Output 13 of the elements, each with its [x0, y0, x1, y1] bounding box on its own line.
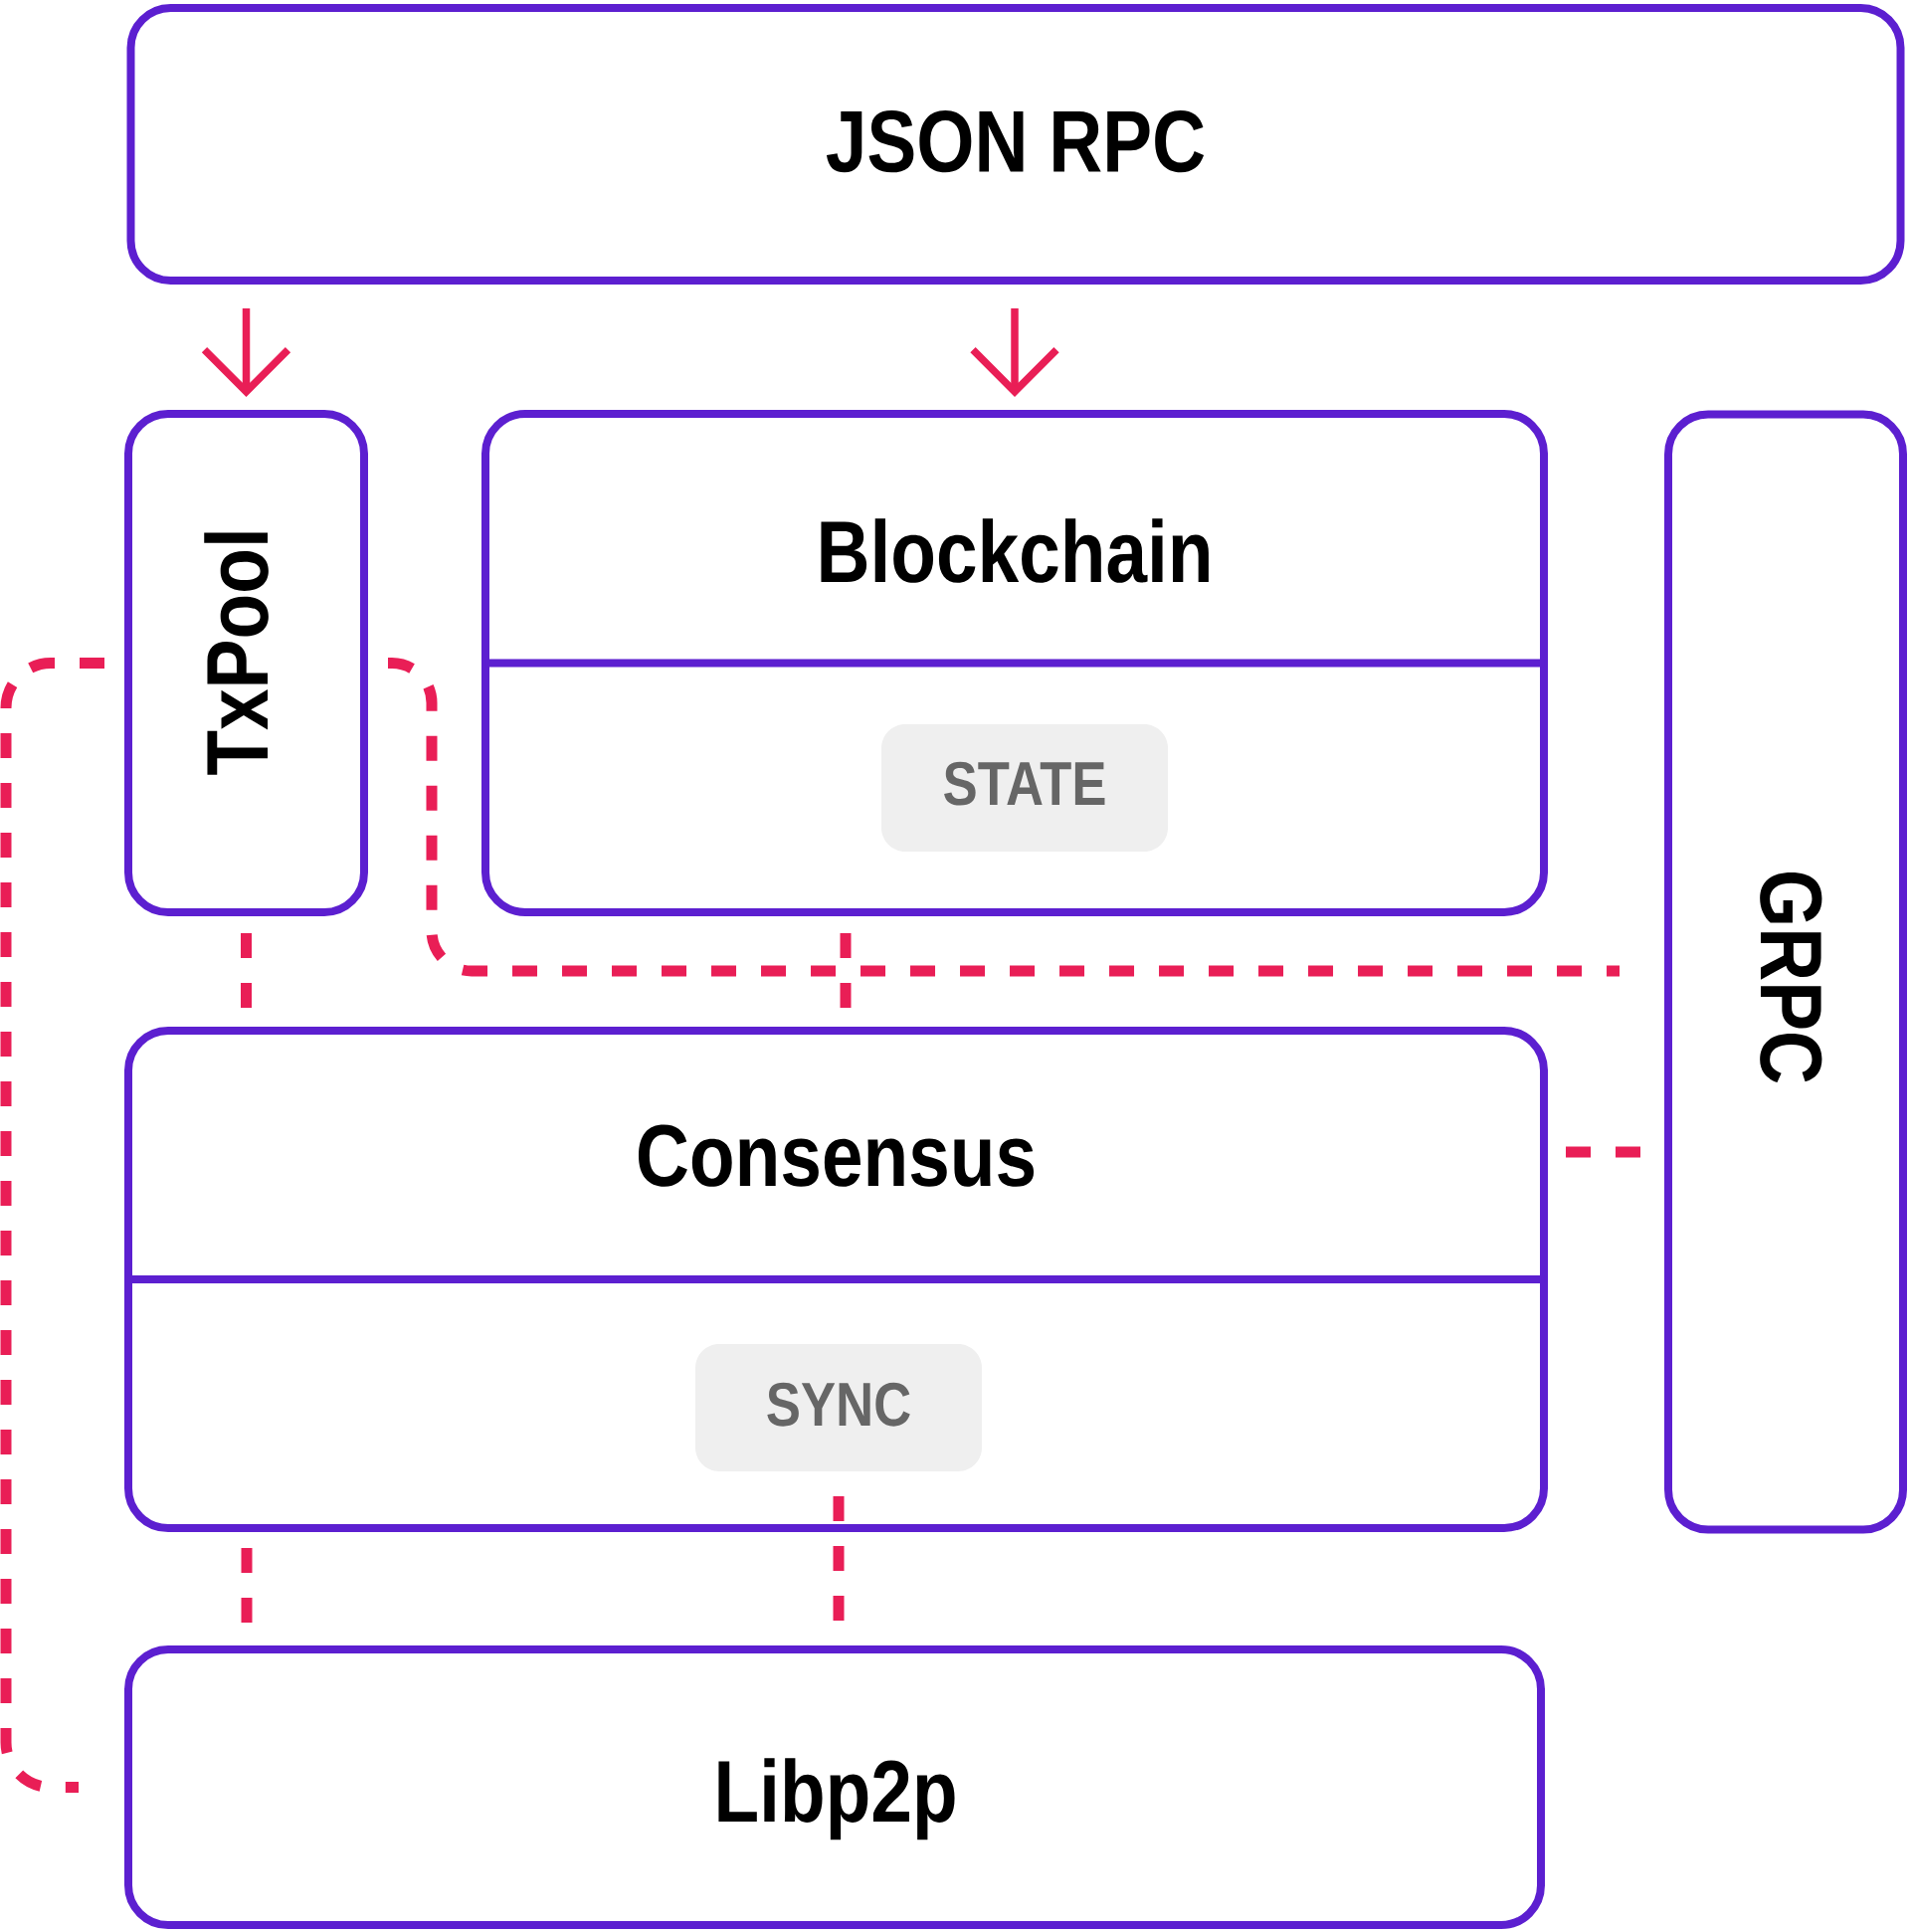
- connector-line: [241, 933, 252, 1008]
- tag-chip: SYNC: [695, 1344, 982, 1471]
- connector-line: [241, 1548, 253, 1623]
- connector-line: [833, 1496, 845, 1621]
- connector-line: [1566, 1146, 1640, 1158]
- module-box: Libp2p: [124, 1645, 1545, 1929]
- tag-chip: STATE: [881, 724, 1168, 852]
- module-box: GRPC: [1664, 410, 1907, 1534]
- connector-line: [840, 933, 852, 1008]
- module-box: JSON RPC: [126, 4, 1905, 285]
- connector-line: [386, 658, 1620, 977]
- connector-line: [0, 658, 104, 1793]
- module-box: TxPool: [124, 410, 368, 916]
